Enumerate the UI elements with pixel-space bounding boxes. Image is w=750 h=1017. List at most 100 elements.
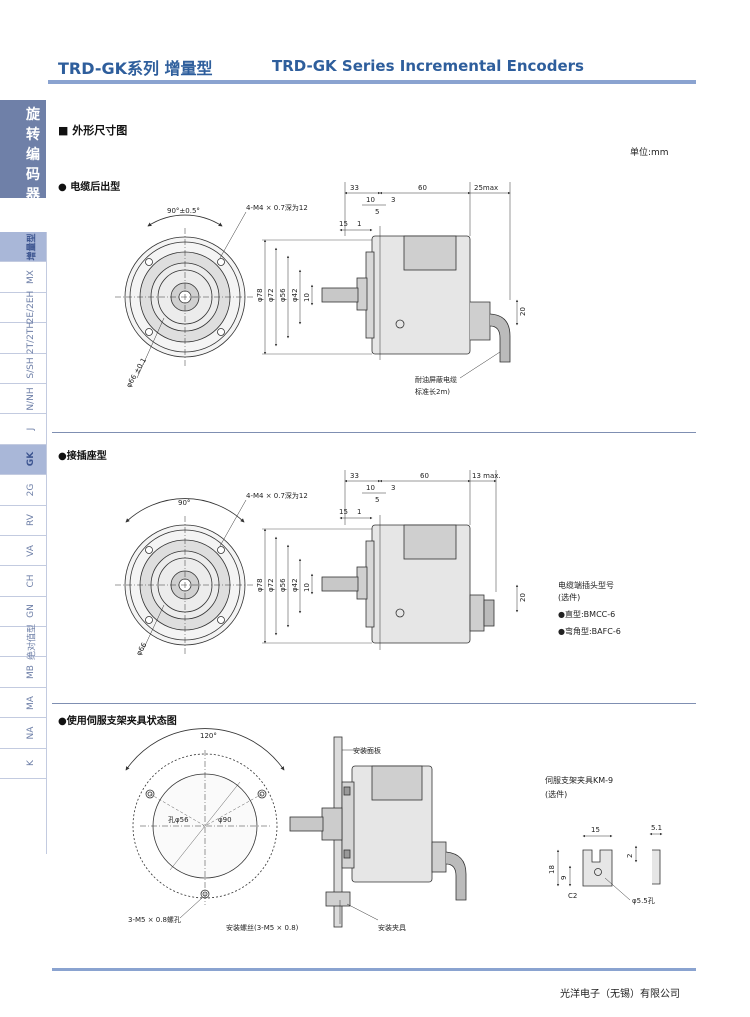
d1-dia-56: φ56 — [279, 288, 287, 302]
d2-dim-3: 3 — [391, 484, 395, 492]
sidebar-tab-8[interactable]: 2G — [0, 475, 46, 506]
sidebar-tab-5[interactable]: N/NH — [0, 384, 46, 415]
d1-dim-15: 15 — [339, 220, 348, 228]
d3-dim-18: 18 — [548, 865, 556, 874]
drawing3-plate-view — [125, 728, 285, 919]
sidebar-main-char: 码 — [26, 167, 40, 183]
d2-dia-10: 10 — [303, 583, 311, 592]
d3-dim-51: 5.1 — [651, 824, 662, 832]
d2-dim-20: 20 — [519, 593, 527, 602]
d2-holes: 4-M4 × 0.7深为12 — [246, 491, 308, 500]
d1-dim-25: 25max — [474, 184, 498, 192]
sidebar-main-label: 旋转编码器 — [22, 105, 44, 205]
d2-dim-13: 13 max. — [472, 472, 501, 480]
sidebar-tab-7[interactable]: GK — [0, 444, 46, 476]
sidebar-tab-6[interactable]: J — [0, 414, 46, 445]
section-divider-1 — [52, 432, 696, 433]
d2-dia-78: φ78 — [256, 578, 264, 592]
d3-dia-90: φ90 — [218, 816, 232, 824]
sidebar-tab-9[interactable]: RV — [0, 506, 46, 536]
d1-cable-length: 标准长2m) — [415, 387, 450, 396]
section-divider-2 — [52, 703, 696, 704]
sidebar-tab-1[interactable]: MX — [0, 262, 46, 293]
sidebar-tab-13[interactable]: 绝对值型 — [0, 624, 46, 660]
sidebar-main-char: 转 — [26, 127, 40, 143]
d2-dim-15: 15 — [339, 508, 348, 516]
d3-hole-55: φ5.5孔 — [632, 897, 655, 905]
sidebar-tab-12[interactable]: GN — [0, 597, 46, 628]
sidebar-rule — [46, 232, 47, 854]
d1-dim-5: 5 — [375, 208, 379, 216]
page-title-cn: TRD-GK系列 增量型 — [58, 59, 213, 78]
d3-dim-9: 9 — [560, 876, 568, 880]
d3-dim-2: 2 — [626, 854, 634, 858]
sidebar-tab-4[interactable]: S/SH — [0, 354, 46, 384]
servo-title: 伺服支架夹具KM-9 — [545, 776, 614, 785]
d3-dim-15: 15 — [591, 826, 600, 834]
sidebar-tab-14[interactable]: MB — [0, 657, 46, 688]
page-title-en: TRD-GK Series Incremental Encoders — [272, 57, 584, 75]
drawing3-side-assembly — [289, 736, 467, 928]
d3-m5-holes: 3-M5 × 0.8螺孔 — [128, 915, 181, 924]
drawing3-servo-clamp — [556, 832, 663, 901]
d3-plate-label: 安装面板 — [353, 746, 381, 755]
d1-dia-flange: φ66 ±0.1 — [125, 357, 148, 389]
section-title: ■ 外形尺寸图 — [58, 124, 128, 137]
connector-optional: (选件) — [558, 593, 581, 602]
d2-dia-56: φ56 — [279, 578, 287, 592]
sidebar-tab-0[interactable]: 增量型 — [0, 232, 46, 263]
sidebar-tab-10[interactable]: VA — [0, 536, 46, 567]
d2-dim-5: 5 — [375, 496, 379, 504]
drawing2-front-view — [115, 498, 255, 654]
footer-company: 光洋电子（无锡）有限公司 — [560, 989, 680, 1000]
d1-dim-33: 33 — [350, 184, 359, 192]
unit-label: 单位:mm — [630, 148, 669, 158]
d2-dia-flange: φ66 — [135, 641, 149, 657]
d2-dia-42: φ42 — [291, 578, 299, 592]
sidebar-main-char: 旋 — [26, 107, 40, 123]
sidebar-tab-16[interactable]: NA — [0, 718, 46, 749]
sidebar-tab-3[interactable]: 2T/2TH — [0, 322, 46, 354]
d1-dia-72: φ72 — [267, 288, 275, 302]
d2-dim-60: 60 — [420, 472, 429, 480]
drawing3-title: ●使用伺服支架夹具状态图 — [58, 716, 177, 727]
sidebar-tab-2[interactable]: 2E/2EH — [0, 291, 46, 324]
drawing1-title: ● 电缆后出型 — [58, 182, 121, 193]
d1-angle: 90°±0.5° — [167, 207, 200, 215]
d1-dim-20: 20 — [519, 307, 527, 316]
d1-holes: 4-M4 × 0.7深为12 — [246, 203, 308, 212]
d3-hole-dia: 孔φ56 — [168, 816, 189, 824]
sidebar-tab-11[interactable]: CH — [0, 566, 46, 597]
d2-dim-10: 10 — [366, 484, 375, 492]
connector-angle: ●弯角型:BAFC-6 — [558, 627, 621, 636]
d1-dim-60: 60 — [418, 184, 427, 192]
d2-angle: 90° — [178, 499, 190, 507]
footer-rule — [52, 968, 696, 971]
drawing1-front-view — [115, 211, 255, 379]
d2-dim-33: 33 — [350, 472, 359, 480]
d1-cable-label: 耐油屏蔽电缆 — [415, 375, 457, 384]
drawing1-side-view — [262, 182, 519, 379]
connector-title: 电缆端插头型号 — [558, 581, 614, 590]
d2-dia-72: φ72 — [267, 578, 275, 592]
header-rule — [48, 80, 696, 84]
d3-clamp-label: 安装夹具 — [378, 923, 406, 932]
sidebar-tab-15[interactable]: MA — [0, 688, 46, 719]
d1-dim-3: 3 — [391, 196, 395, 204]
drawing2-title: ●接插座型 — [58, 451, 107, 462]
sidebar-main-tab[interactable] — [0, 100, 46, 198]
servo-optional: (选件) — [545, 790, 568, 799]
connector-straight: ●直型:BMCC-6 — [558, 610, 616, 619]
d1-dia-42: φ42 — [291, 288, 299, 302]
sidebar-tab-17[interactable]: K — [0, 749, 46, 780]
sidebar-main-char: 编 — [26, 147, 40, 163]
d1-dim-10: 10 — [366, 196, 375, 204]
d2-dim-1: 1 — [357, 508, 361, 516]
drawing2-side-view — [262, 470, 519, 650]
d1-dia-78: φ78 — [256, 288, 264, 302]
d3-screw-label: 安装螺丝(3-M5 × 0.8) — [226, 923, 299, 932]
d1-dim-1: 1 — [357, 220, 361, 228]
d3-angle: 120° — [200, 732, 217, 740]
